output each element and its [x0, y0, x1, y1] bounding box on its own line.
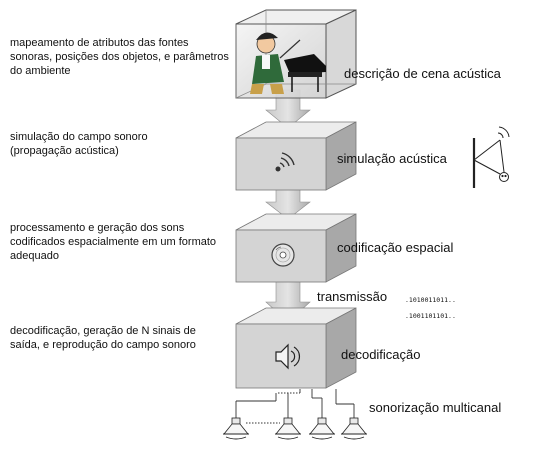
decoding-box: [235, 307, 357, 389]
loudspeaker-icon: [275, 417, 301, 440]
binary-line: .1001101101..: [405, 312, 456, 320]
sound-waves-icon: [275, 152, 295, 172]
disc-icon: [271, 243, 295, 267]
listener-reflection-icon: [472, 126, 510, 188]
stage-description: decodificação, geração de N sinais de sa…: [10, 325, 196, 351]
output-label: sonorização multicanal: [369, 400, 502, 415]
stage-description: processamento e geração dos sons codific…: [10, 222, 217, 262]
stage-label: simulação acústica: [337, 151, 447, 166]
stage-description: mapeamento de atributos das fontes sonor…: [10, 37, 229, 77]
stage-label: codificação espacial: [337, 240, 454, 255]
loudspeaker-icon: [341, 417, 367, 440]
stage-label: decodificação: [341, 347, 421, 362]
binary-line: .1010011011..: [405, 296, 456, 304]
loudspeaker-wiring: [235, 389, 355, 424]
pianist-scene-icon: [250, 32, 326, 94]
scene-box: [235, 9, 357, 99]
loudspeaker-icon: [309, 417, 335, 440]
transmission-label: transmissão: [317, 289, 388, 304]
stage-label: descrição de cena acústica: [344, 66, 501, 81]
binary-stream: .1010011011.. .1001101101..: [405, 288, 456, 320]
stage-description: simulação do campo sonoro (propagação ac…: [10, 131, 148, 157]
speaker-icon: [275, 343, 300, 370]
loudspeaker-icon: [223, 417, 249, 440]
